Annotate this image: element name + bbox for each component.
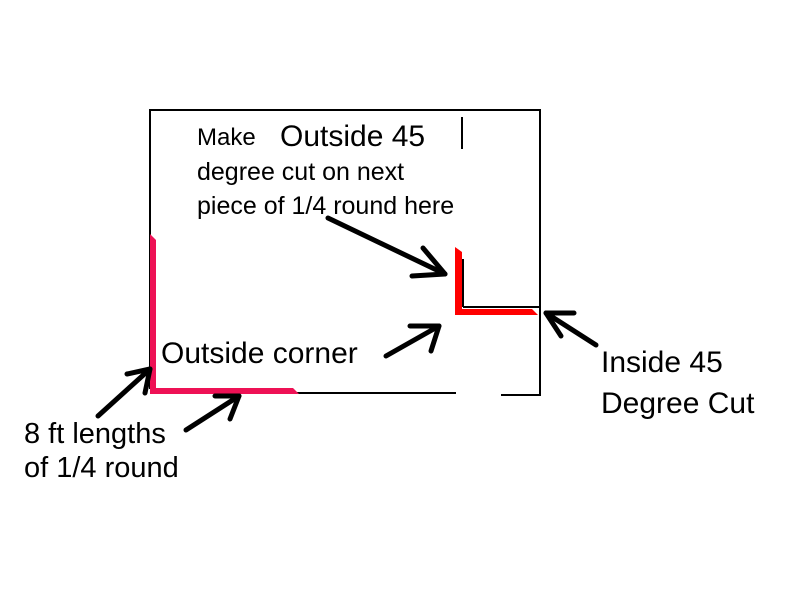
arrow-to-inside-cut [543,310,599,348]
lengths-label-line2: of 1/4 round [24,452,179,484]
lengths-label-line1: 8 ft lengths [24,418,166,450]
outside-cut-label-outside-45: Outside 45 [280,120,426,153]
inside-cut-label-line2: Degree Cut [601,387,755,420]
inside-corner-piece [455,247,539,315]
arrow-to-outside-corner [383,323,442,359]
inside-corner-red-horizontal [455,309,538,315]
inside-corner-red-vertical [455,247,462,315]
arrow-to-bottom-quarter-round [183,393,242,433]
outside-cut-label-make: Make [197,124,256,151]
inside-cut-label-line1: Inside 45 [601,346,723,379]
room-wall-left-top [149,109,541,396]
quarter-round-bottom-wall [150,388,299,394]
outside-cut-label-line3: piece of 1/4 round here [197,192,455,220]
arrow-to-left-quarter-round [95,366,153,419]
arrow-to-outside-cut [325,215,448,279]
outside-cut-label-line2: degree cut on next [197,158,405,186]
arrows [95,215,599,433]
quarter-round-lengths [150,234,299,394]
quarter-round-left-wall [150,234,156,388]
outside-corner-label: Outside corner [161,337,358,370]
